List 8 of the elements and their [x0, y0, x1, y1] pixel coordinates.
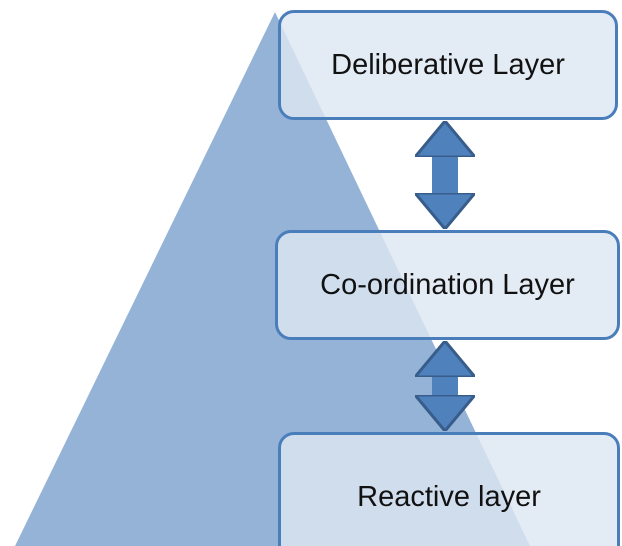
layer-label: Co-ordination Layer [320, 268, 575, 302]
layer-box [275, 230, 620, 340]
layer-box [278, 432, 620, 546]
layer-label: Deliberative Layer [331, 48, 565, 82]
double-arrow [414, 120, 476, 230]
layer-label: Reactive layer [357, 480, 541, 514]
layer-box [278, 10, 618, 120]
double-arrow [414, 340, 476, 432]
